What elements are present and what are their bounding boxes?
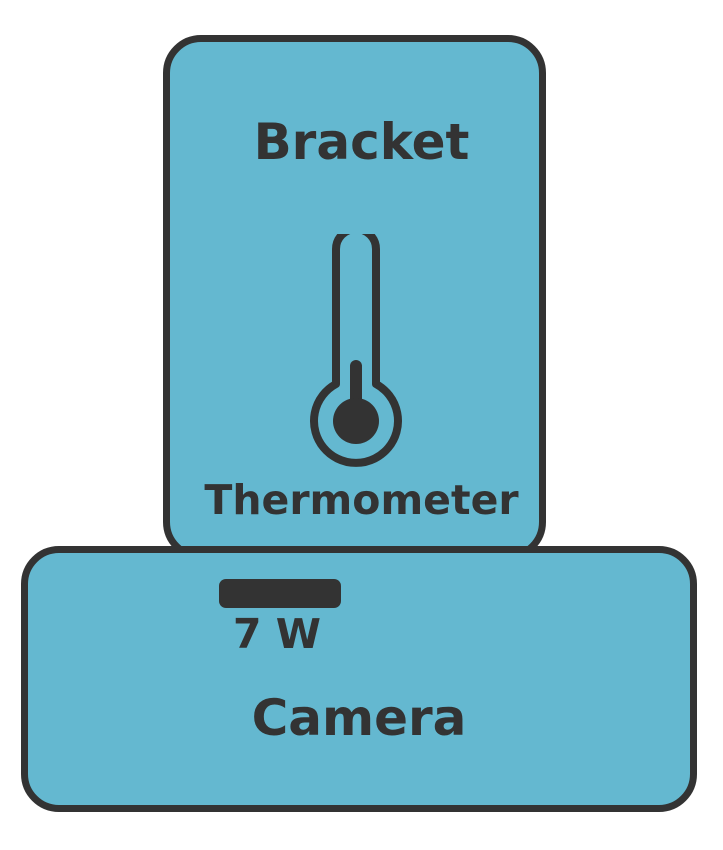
- thermometer-label: Thermometer: [204, 476, 519, 524]
- bracket-title: Bracket: [253, 113, 470, 171]
- power-port-bar: [219, 579, 341, 608]
- thermometer-bulb: [333, 398, 379, 444]
- camera-block: 7 W Camera: [21, 546, 697, 812]
- thermometer-outline: [310, 234, 402, 467]
- power-label: 7 W: [233, 610, 322, 658]
- thermometer-icon: [310, 234, 402, 467]
- camera-title: Camera: [251, 689, 467, 747]
- bracket-block: Bracket Thermometer: [163, 35, 546, 560]
